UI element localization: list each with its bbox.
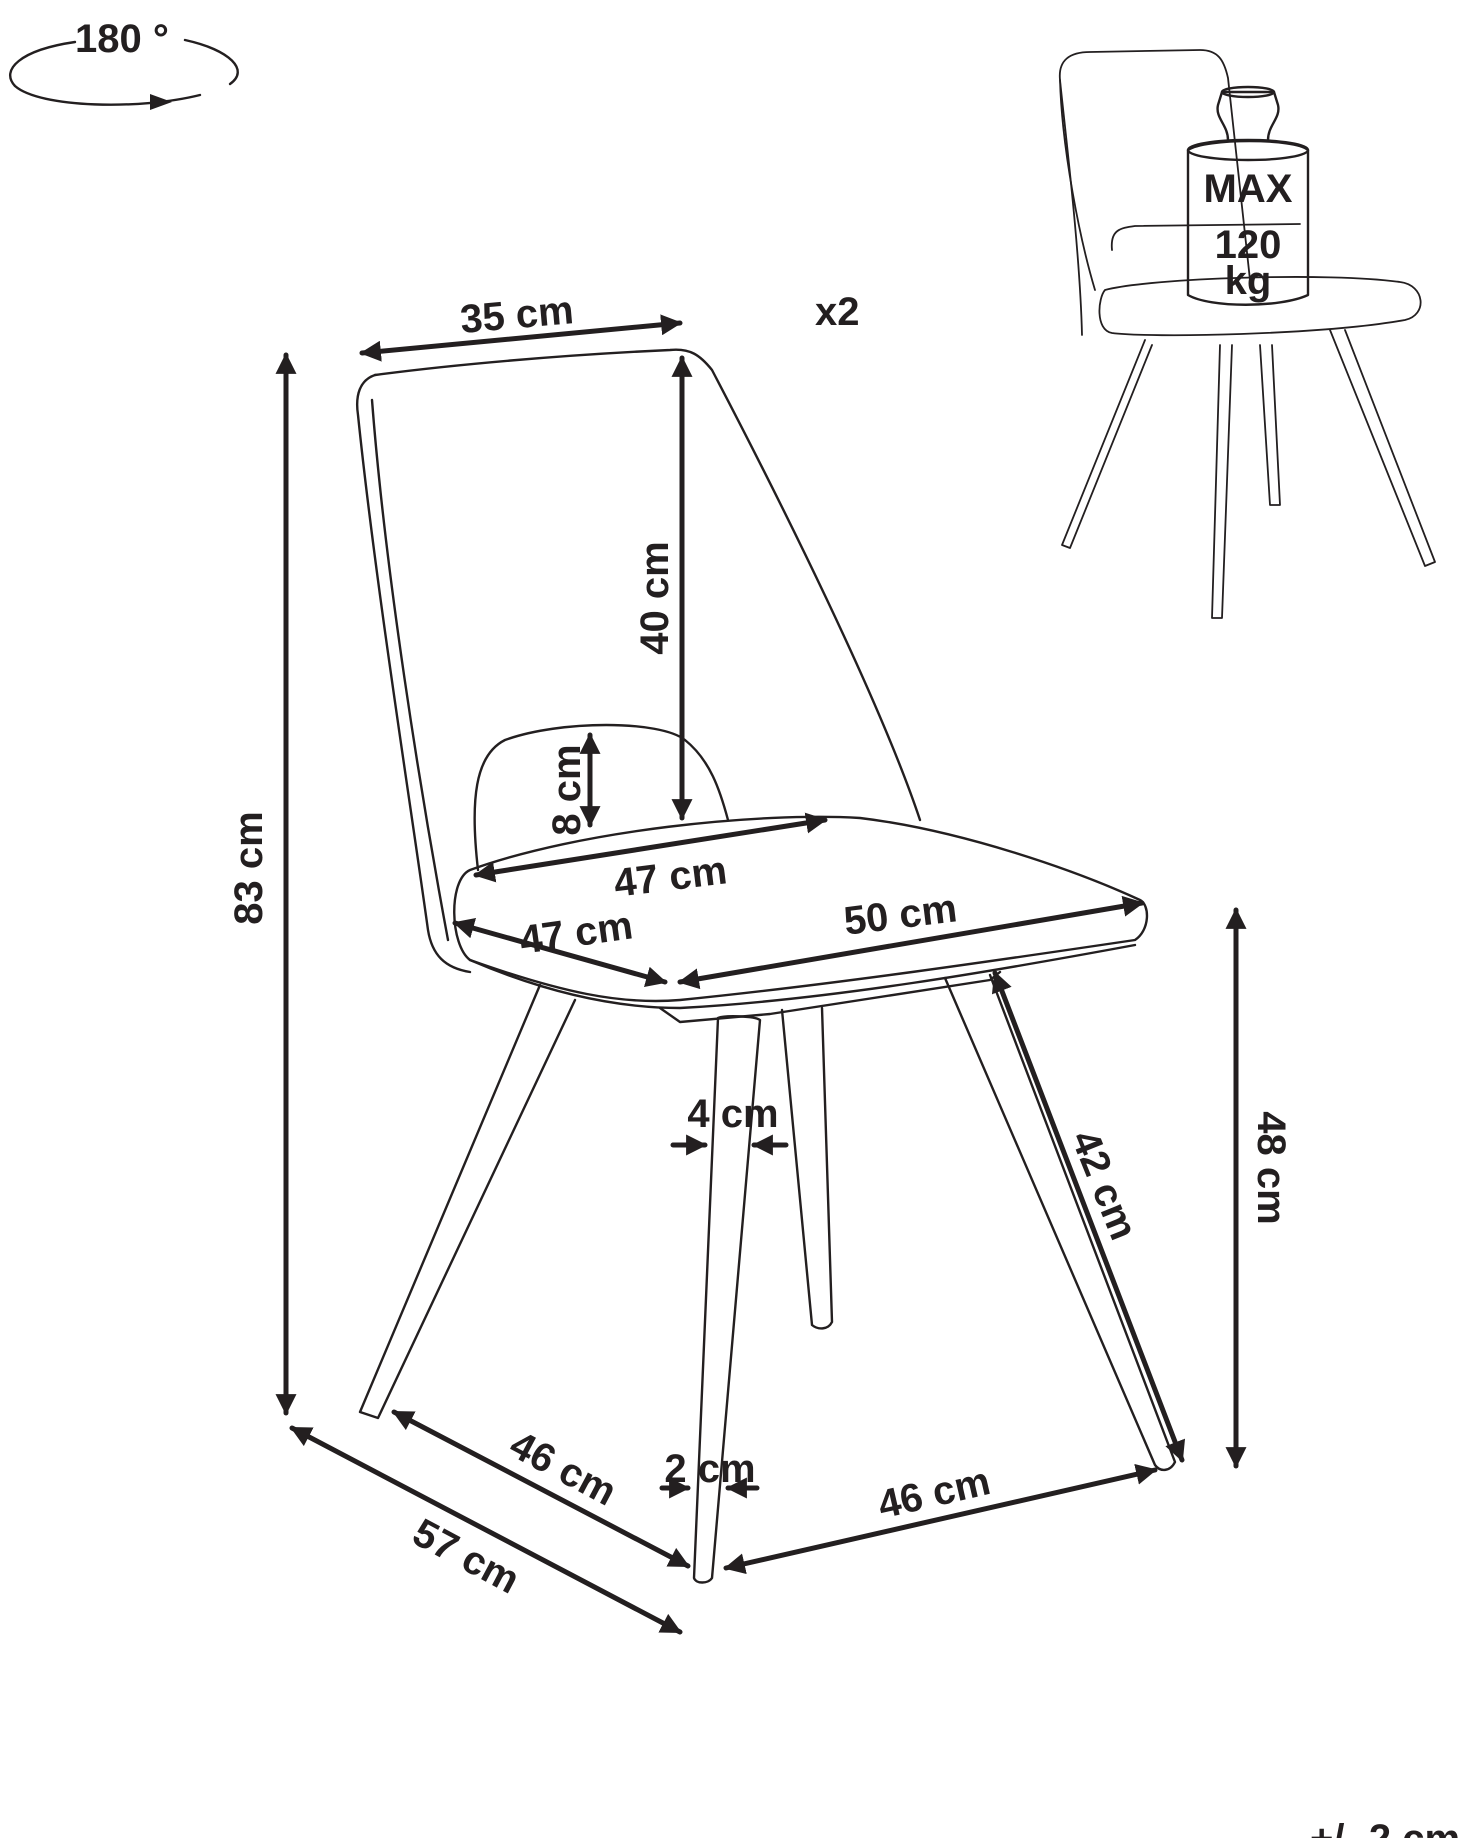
label-seat-width: 47 cm — [611, 848, 729, 905]
label-overall-depth: 57 cm — [406, 1510, 527, 1602]
rotation-label: 180 ° — [75, 17, 169, 61]
max-value: 120 — [1215, 223, 1282, 267]
label-back-gap: 8 cm — [545, 744, 589, 835]
rotation-icon: 180 ° — [9, 17, 239, 110]
quantity-label: x2 — [815, 290, 860, 334]
label-total-height: 83 cm — [227, 811, 271, 924]
label-leg-top: 4 cm — [687, 1092, 778, 1136]
label-backrest-height: 40 cm — [633, 541, 677, 654]
max-load-illustration: MAX 120 kg — [1058, 49, 1436, 619]
label-leg-bottom: 2 cm — [664, 1447, 755, 1491]
tolerance-note: +/- 2 cm — [1310, 1817, 1460, 1838]
max-unit: kg — [1225, 259, 1272, 303]
max-label: MAX — [1204, 167, 1293, 211]
dimension-arrows — [275, 314, 1247, 1635]
label-base-right: 46 cm — [874, 1459, 994, 1527]
label-seat-height: 48 cm — [1249, 1111, 1293, 1224]
label-seat-depth: 47 cm — [517, 903, 635, 962]
label-backrest-width: 35 cm — [458, 288, 575, 342]
